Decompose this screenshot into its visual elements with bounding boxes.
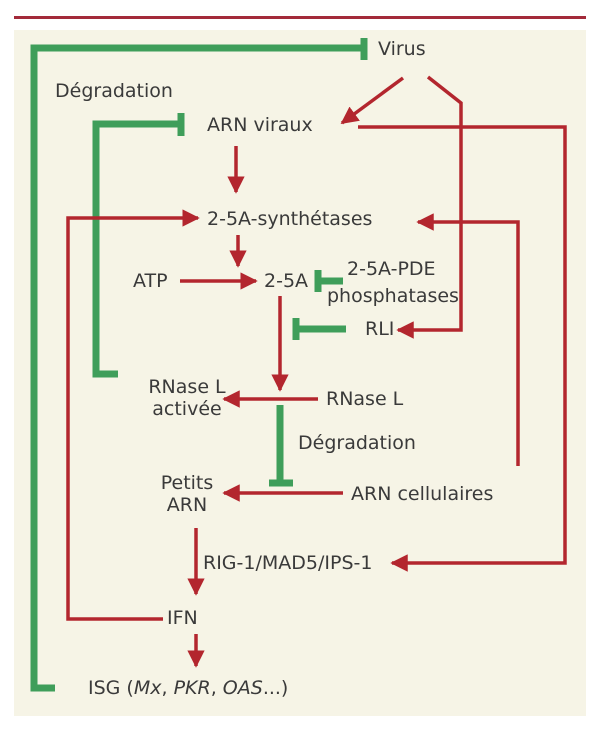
node-2-5a: 2-5A bbox=[264, 270, 309, 292]
node-rnase-l: RNase L bbox=[326, 388, 404, 410]
isg-suffix: ...) bbox=[262, 677, 289, 699]
node-isg: ISG (Mx, PKR, OAS...) bbox=[88, 677, 288, 699]
node-pde-line1: 2-5A-PDE bbox=[347, 258, 436, 280]
node-atp: ATP bbox=[133, 270, 168, 292]
isg-prefix: ISG ( bbox=[88, 677, 134, 699]
node-petits-arn: Petits ARN bbox=[150, 472, 224, 516]
arn-viraux-to-rig-arrow bbox=[358, 125, 567, 572]
node-rnase-activee-line1: RNase L bbox=[148, 376, 226, 398]
isg-oas: OAS bbox=[222, 677, 263, 699]
ifn-to-synthetases-arrow bbox=[66, 209, 200, 621]
isg-inhibits-virus-line bbox=[30, 44, 362, 692]
virus-to-arn-viraux-arrow bbox=[340, 76, 405, 125]
rnase-inhibits-arn-viraux-line bbox=[92, 120, 178, 378]
node-rnase-activee: RNase L activée bbox=[147, 376, 227, 420]
isg-mx: Mx bbox=[133, 677, 162, 699]
node-virus: Virus bbox=[378, 38, 426, 60]
node-ifn: IFN bbox=[167, 607, 198, 629]
node-petits-arn-line2: ARN bbox=[166, 494, 208, 516]
label-degradation-top: Dégradation bbox=[55, 80, 173, 102]
isg-pkr: PKR bbox=[173, 677, 211, 699]
node-pde-line2: phosphatases bbox=[327, 285, 459, 307]
node-arn-viraux: ARN viraux bbox=[207, 114, 313, 136]
label-degradation-mid: Dégradation bbox=[298, 432, 416, 454]
isg-sep2: , bbox=[210, 677, 223, 699]
node-rig: RIG-1/MAD5/IPS-1 bbox=[203, 552, 373, 574]
cellulaires-to-synthetases-arrow bbox=[416, 213, 520, 466]
isg-sep1: , bbox=[161, 677, 174, 699]
node-petits-arn-line1: Petits bbox=[160, 472, 214, 494]
virus-to-rli-arrow bbox=[396, 75, 463, 339]
node-arn-cellulaires: ARN cellulaires bbox=[351, 483, 494, 505]
node-rnase-activee-line2: activée bbox=[152, 398, 222, 420]
top-rule bbox=[14, 16, 586, 19]
node-rli: RLI bbox=[365, 318, 395, 340]
node-synthetases: 2-5A-synthétases bbox=[207, 208, 373, 230]
